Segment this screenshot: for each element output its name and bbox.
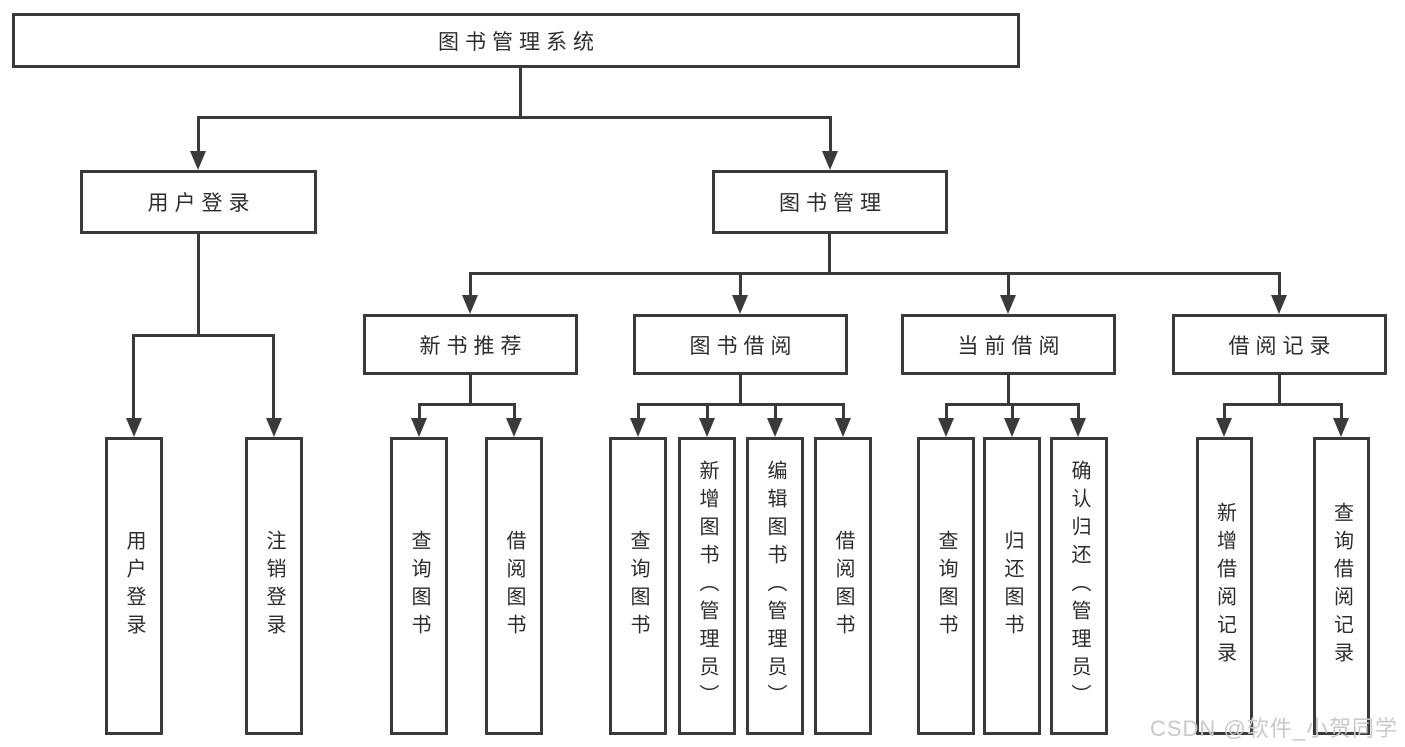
connector-line bbox=[1007, 272, 1010, 298]
arrowhead-down-icon bbox=[1004, 418, 1020, 437]
connector-line bbox=[469, 373, 472, 406]
connector-line bbox=[1278, 373, 1281, 406]
connector-line bbox=[272, 334, 275, 420]
leaf-borrow-borrow-book: 借阅图书 bbox=[814, 437, 872, 735]
node-root: 图书管理系统 bbox=[12, 13, 1020, 68]
leaf-current-query-book: 查询图书 bbox=[917, 437, 975, 735]
connector-line bbox=[513, 403, 516, 421]
connector-line bbox=[1278, 272, 1281, 298]
connector-line bbox=[1077, 403, 1080, 421]
connector-line bbox=[1007, 373, 1010, 406]
leaf-logout: 注销登录 bbox=[245, 437, 303, 735]
leaf-borrow-add-book-admin: 新增图书（管理员） bbox=[678, 437, 736, 735]
node-user-login: 用户登录 bbox=[80, 170, 317, 234]
leaf-user-login: 用户登录 bbox=[105, 437, 163, 735]
connector-line bbox=[1223, 403, 1342, 406]
arrowhead-down-icon bbox=[732, 295, 748, 314]
connector-line bbox=[197, 233, 200, 337]
arrowhead-down-icon bbox=[411, 418, 427, 437]
connector-line bbox=[519, 66, 522, 118]
arrowhead-down-icon bbox=[190, 151, 206, 170]
leaf-borrow-edit-book-admin: 编辑图书（管理员） bbox=[746, 437, 804, 735]
connector-line bbox=[469, 272, 1281, 275]
arrowhead-down-icon bbox=[266, 418, 282, 437]
leaf-record-add-record: 新增借阅记录 bbox=[1196, 437, 1253, 735]
connector-line bbox=[132, 334, 275, 337]
leaf-record-query-record: 查询借阅记录 bbox=[1313, 437, 1370, 735]
arrowhead-down-icon bbox=[1271, 295, 1287, 314]
arrowhead-down-icon bbox=[630, 418, 646, 437]
arrowhead-down-icon bbox=[126, 418, 142, 437]
connector-line bbox=[197, 116, 832, 119]
arrowhead-down-icon bbox=[699, 418, 715, 437]
arrowhead-down-icon bbox=[835, 418, 851, 437]
leaf-recommend-borrow-book: 借阅图书 bbox=[485, 437, 543, 735]
node-book-management: 图书管理 bbox=[712, 170, 948, 234]
connector-line bbox=[706, 403, 709, 421]
arrowhead-down-icon bbox=[1000, 295, 1016, 314]
arrowhead-down-icon bbox=[1070, 418, 1086, 437]
connector-line bbox=[739, 272, 742, 298]
arrowhead-down-icon bbox=[506, 418, 522, 437]
arrowhead-down-icon bbox=[767, 418, 783, 437]
connector-line bbox=[774, 403, 777, 421]
connector-line bbox=[1340, 403, 1343, 421]
leaf-current-confirm-return-admin: 确认归还（管理员） bbox=[1050, 437, 1108, 735]
connector-line bbox=[842, 403, 845, 421]
node-current-borrow: 当前借阅 bbox=[901, 314, 1116, 375]
connector-line bbox=[828, 233, 831, 275]
leaf-recommend-query-book: 查询图书 bbox=[390, 437, 448, 735]
leaf-current-return-book: 归还图书 bbox=[983, 437, 1041, 735]
arrowhead-down-icon bbox=[462, 295, 478, 314]
connector-line bbox=[469, 272, 472, 298]
arrowhead-down-icon bbox=[1333, 418, 1349, 437]
connector-line bbox=[739, 373, 742, 406]
connector-line bbox=[1223, 403, 1226, 421]
node-new-book-recommend: 新书推荐 bbox=[363, 314, 578, 375]
arrowhead-down-icon bbox=[938, 418, 954, 437]
connector-line bbox=[637, 403, 845, 406]
connector-line bbox=[418, 403, 516, 406]
connector-line bbox=[132, 334, 135, 420]
csdn-watermark: CSDN @软件_小贺同学 bbox=[1149, 716, 1398, 741]
leaf-borrow-query-book: 查询图书 bbox=[609, 437, 667, 735]
connector-line bbox=[197, 116, 200, 154]
arrowhead-down-icon bbox=[822, 151, 838, 170]
connector-line bbox=[418, 403, 421, 421]
connector-line bbox=[637, 403, 640, 421]
node-book-borrow: 图书借阅 bbox=[633, 314, 848, 375]
node-borrow-record: 借阅记录 bbox=[1172, 314, 1387, 375]
connector-line bbox=[1011, 403, 1014, 421]
arrowhead-down-icon bbox=[1216, 418, 1232, 437]
connector-line bbox=[829, 116, 832, 154]
connector-line bbox=[945, 403, 948, 421]
